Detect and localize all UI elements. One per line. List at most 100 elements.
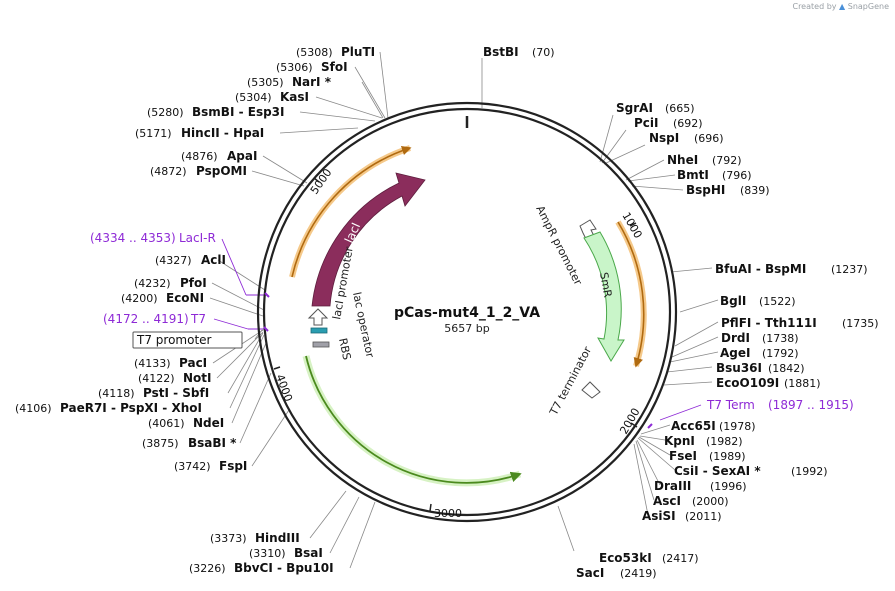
site-pos: (1978) bbox=[719, 420, 756, 433]
site-pos: (1992) bbox=[791, 465, 828, 478]
site-name: BmtI bbox=[677, 168, 709, 182]
smr-label: SmR bbox=[597, 271, 614, 299]
brand-prefix: Created by bbox=[792, 2, 837, 11]
site-pos: (4327) bbox=[155, 254, 192, 267]
laci-feature bbox=[311, 172, 426, 307]
site-pos: (3226) bbox=[189, 562, 226, 575]
site-name: SacI bbox=[576, 566, 604, 580]
site-name: BstBI bbox=[483, 45, 519, 59]
site-pos: (5171) bbox=[135, 127, 172, 140]
purple-range: (1897 .. 1915) bbox=[768, 398, 854, 412]
site-pos: (2011) bbox=[685, 510, 722, 523]
ampr-promoter-arrow bbox=[579, 219, 597, 240]
site-name: PstI - SbfI bbox=[143, 386, 209, 400]
snapgene-logo-icon: ▲ bbox=[839, 2, 846, 11]
site-name: AgeI bbox=[720, 346, 750, 360]
purple-name: T7 Term bbox=[706, 398, 755, 412]
site-name: PciI bbox=[634, 116, 659, 130]
purple-name: T7 bbox=[190, 312, 206, 326]
site-name: BsmBI - Esp3I bbox=[192, 105, 284, 119]
site-pos: (70) bbox=[532, 46, 555, 59]
site-pos: (665) bbox=[665, 102, 695, 115]
site-pos: (2000) bbox=[692, 495, 729, 508]
site-pos: (4106) bbox=[15, 402, 52, 415]
site-name: HincII - HpaI bbox=[181, 126, 264, 140]
site-name: BfuAI - BspMI bbox=[715, 262, 806, 276]
purple-range: (4172 .. 4191) bbox=[103, 312, 189, 326]
site-pos: (4133) bbox=[134, 357, 171, 370]
site-name: HindIII bbox=[255, 531, 300, 545]
site-pos: (1237) bbox=[831, 263, 868, 276]
site-pos: (1989) bbox=[709, 450, 746, 463]
site-pos: (4232) bbox=[134, 277, 171, 290]
site-name: AclI bbox=[201, 253, 226, 267]
purple-range: (4334 .. 4353) bbox=[90, 231, 176, 245]
site-pos: (1735) bbox=[842, 317, 879, 330]
site-name: BglI bbox=[720, 294, 746, 308]
lac-operator-label: lac operator bbox=[350, 291, 377, 359]
orf-bottom-band bbox=[302, 355, 522, 487]
site-name: AsiSI bbox=[642, 509, 676, 523]
site-name: BspHI bbox=[686, 183, 725, 197]
t7-terminator-label: T7 terminator bbox=[547, 344, 595, 418]
brand-name: SnapGene bbox=[847, 2, 889, 11]
site-name: PluTI bbox=[341, 45, 375, 59]
site-pos: (1842) bbox=[768, 362, 805, 375]
site-name: NheI bbox=[667, 153, 698, 167]
t7-promoter-label: T7 promoter bbox=[136, 333, 212, 347]
site-name: PacI bbox=[179, 356, 207, 370]
site-name: CsiI - SexAI * bbox=[674, 464, 761, 478]
site-pos: (692) bbox=[673, 117, 703, 130]
t7-terminator-glyph bbox=[581, 381, 601, 399]
site-name: BsaI bbox=[294, 546, 323, 560]
site-name: Bsu36I bbox=[716, 361, 762, 375]
rbs-label: RBS bbox=[336, 337, 353, 361]
site-name: DraIII bbox=[654, 479, 691, 493]
site-pos: (4872) bbox=[150, 165, 187, 178]
site-name: Eco53kI bbox=[599, 551, 652, 565]
site-pos: (3373) bbox=[210, 532, 247, 545]
site-pos: (4118) bbox=[98, 387, 135, 400]
site-pos: (796) bbox=[722, 169, 752, 182]
rbs-box bbox=[312, 341, 330, 348]
site-pos: (5306) bbox=[276, 61, 313, 74]
site-name: EcoO109I bbox=[716, 376, 779, 390]
site-pos: (1522) bbox=[759, 295, 796, 308]
orf-laci-arrow bbox=[291, 145, 412, 278]
site-pos: (792) bbox=[712, 154, 742, 167]
site-pos: (5280) bbox=[147, 106, 184, 119]
site-pos: (1996) bbox=[710, 480, 747, 493]
site-name: AscI bbox=[653, 494, 681, 508]
site-pos: (839) bbox=[740, 184, 770, 197]
laci-r-mark bbox=[264, 292, 270, 298]
site-pos: (696) bbox=[694, 132, 724, 145]
orf-bottom-arrow bbox=[305, 355, 522, 484]
site-name: PfoI bbox=[180, 276, 207, 290]
site-pos: (1982) bbox=[706, 435, 743, 448]
right-site-labels: BstBI (70) SgrAI (665) PciI (692) NspI (… bbox=[483, 45, 879, 580]
lac-operator-box bbox=[310, 327, 328, 334]
backbone-inner-ring bbox=[262, 107, 672, 517]
site-name: BbvCI - Bpu10I bbox=[234, 561, 334, 575]
site-pos: (4876) bbox=[181, 150, 218, 163]
t7-promoter-box bbox=[132, 331, 243, 349]
left-site-labels: (5308) PluTI (5306) SfoI (5305) NarI * (… bbox=[15, 45, 375, 575]
site-pos: (4061) bbox=[148, 417, 185, 430]
site-pos: (3875) bbox=[142, 437, 179, 450]
site-name: EcoNI bbox=[166, 291, 204, 305]
site-pos: (5305) bbox=[247, 76, 284, 89]
site-pos: (1792) bbox=[762, 347, 799, 360]
smr-feature bbox=[583, 231, 625, 362]
site-name: PaeR7I - PspXI - XhoI bbox=[60, 401, 202, 415]
ampr-promoter-label: AmpR promoter bbox=[533, 203, 584, 287]
tick-label-3000: 3000 bbox=[434, 507, 462, 520]
site-name: PflFI - Tth111I bbox=[721, 316, 817, 330]
plasmid-length: 5657 bp bbox=[444, 322, 489, 335]
orf-smr-arrow bbox=[617, 221, 645, 368]
t7-mark bbox=[263, 326, 269, 332]
purple-name: LacI-R bbox=[179, 231, 216, 245]
plasmid-name: pCas-mut4_1_2_VA bbox=[394, 305, 540, 321]
site-name: NotI bbox=[183, 371, 212, 385]
site-pos: (5304) bbox=[235, 91, 272, 104]
